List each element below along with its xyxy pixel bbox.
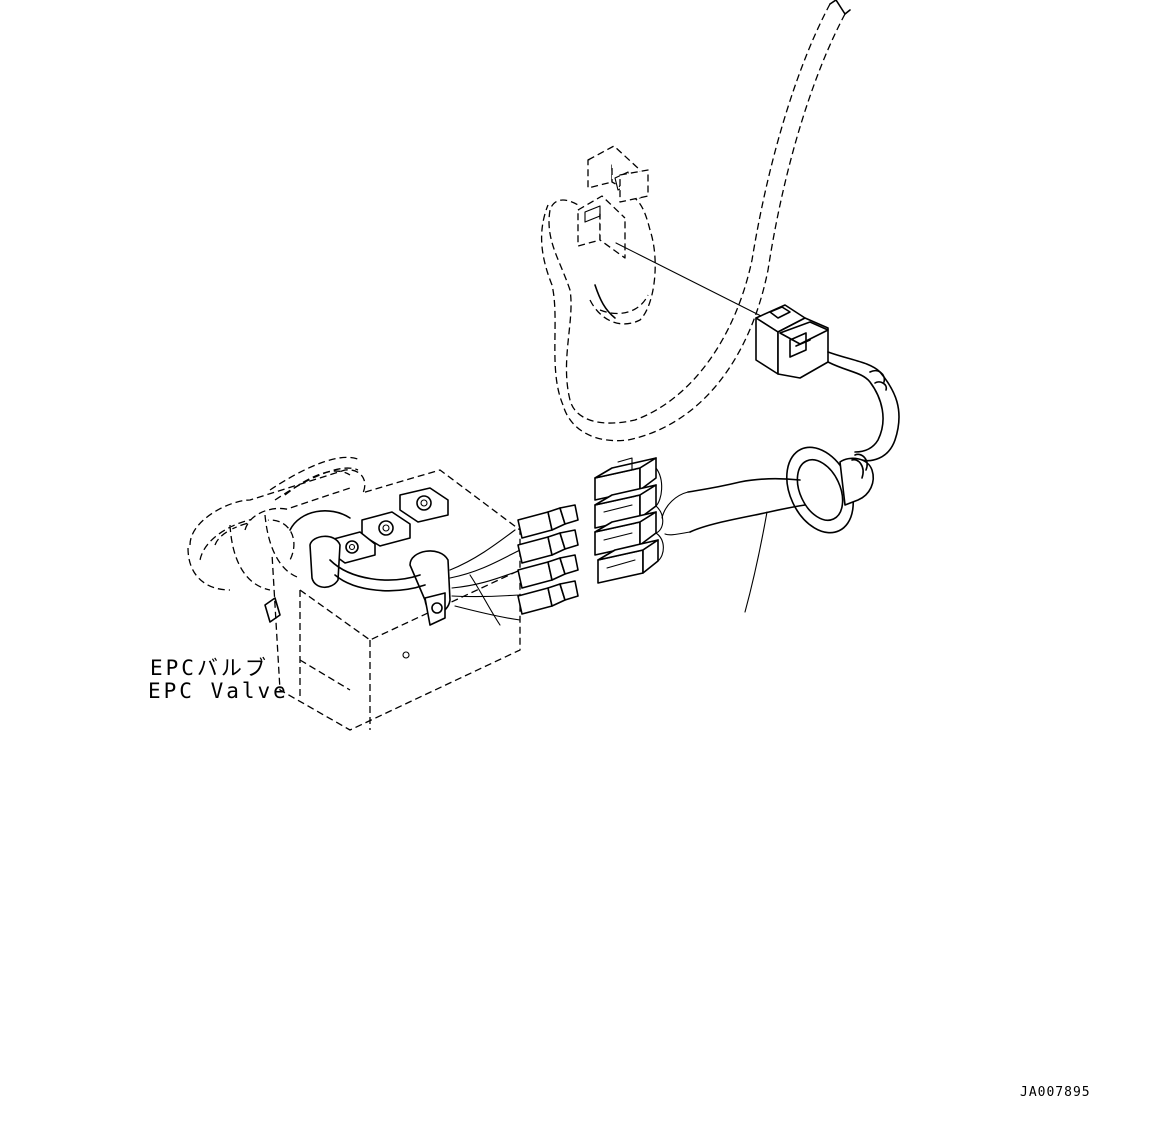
valve-terminals bbox=[517, 504, 579, 615]
epc-valve-label-english: EPC Valve bbox=[148, 679, 289, 703]
harness-to-solenoids bbox=[661, 477, 806, 613]
connector-leader-line bbox=[615, 242, 766, 319]
background-connector-upper bbox=[587, 145, 649, 203]
epc-valve-label-japanese: EPCバルブ bbox=[150, 656, 269, 680]
background-connector-lower bbox=[577, 195, 626, 259]
epc-valve bbox=[187, 456, 523, 731]
main-connector bbox=[755, 304, 829, 379]
solenoid-connector-4 bbox=[597, 539, 659, 584]
harness-cable bbox=[827, 351, 900, 462]
background-harness bbox=[540, 0, 851, 442]
solenoid-connector-stack bbox=[594, 457, 664, 584]
drawing-number: JA007895 bbox=[1020, 1085, 1091, 1100]
grommet bbox=[786, 446, 874, 534]
